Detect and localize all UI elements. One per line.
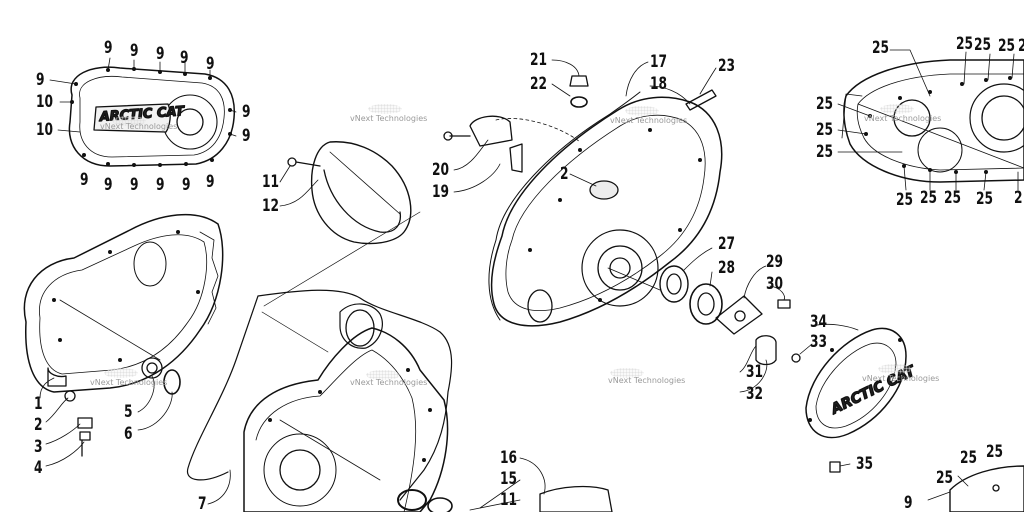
callout-25: 25 [936, 468, 954, 488]
leaders-top-left [49, 57, 237, 137]
callout-25: 25 [816, 94, 834, 114]
callout-20: 20 [432, 160, 450, 180]
callout-9: 9 [242, 102, 251, 122]
callout-33: 33 [810, 332, 828, 352]
watermark-stipple [104, 368, 138, 378]
callout-29: 29 [766, 252, 784, 272]
callout-2: 2 [1014, 188, 1023, 208]
watermark-4: vNext Technologies [864, 114, 942, 123]
callout-7: 7 [198, 494, 207, 512]
callout-25: 25 [974, 35, 992, 55]
watermark-2: vNext Technologies [100, 122, 178, 131]
callout-11: 11 [500, 490, 518, 510]
callout-31: 31 [746, 362, 764, 382]
guide-line-b [261, 311, 329, 353]
inner-clutch-cover [23, 213, 224, 457]
callout-9: 9 [156, 175, 165, 195]
watermark-3: vNext Technologies [610, 116, 688, 125]
callout-9: 9 [180, 48, 189, 68]
callout-25: 25 [998, 36, 1016, 56]
callout-34: 34 [810, 312, 828, 332]
watermark-stipple [625, 106, 659, 116]
callout-10: 10 [36, 92, 54, 112]
crankcase-gasket [488, 91, 641, 321]
watermark-stipple [880, 104, 914, 114]
watermark-stipple [366, 370, 400, 380]
callout-25: 25 [896, 190, 914, 210]
callout-19: 19 [432, 182, 450, 202]
callout-25: 25 [816, 120, 834, 140]
callout-9: 9 [130, 175, 139, 195]
callout-1: 1 [34, 394, 43, 414]
callout-25: 25 [872, 38, 890, 58]
watermark-1: vNext Technologies [350, 114, 428, 123]
callout-9: 9 [104, 175, 113, 195]
watermark-5: vNext Technologies [90, 378, 168, 387]
callout-9: 9 [242, 126, 251, 146]
center-lower-case [243, 303, 613, 512]
leaders-center-lower [469, 457, 546, 511]
callout-21: 21 [530, 50, 548, 70]
watermark-6: vNext Technologies [350, 378, 428, 387]
watermark-stipple [368, 104, 402, 114]
callout-30: 30 [766, 274, 784, 294]
callout-25: 25 [986, 442, 1004, 462]
callout-9: 9 [80, 170, 89, 190]
callout-9: 9 [206, 172, 215, 192]
leaders-center [279, 165, 319, 207]
callout-35: 35 [856, 454, 874, 474]
callout-25: 25 [816, 142, 834, 162]
callout-10: 10 [36, 120, 54, 140]
callout-9: 9 [156, 44, 165, 64]
leaders-upper-center [453, 59, 717, 193]
callout-25: 25 [956, 34, 974, 54]
callout-9: 9 [182, 175, 191, 195]
callout-11: 11 [262, 172, 280, 192]
leaders-far-right [837, 49, 1019, 501]
callout-2: 2 [34, 415, 43, 435]
callout-25: 25 [960, 448, 978, 468]
watermark-stipple [112, 116, 146, 126]
callout-6: 6 [124, 424, 133, 444]
callout-3: 3 [34, 437, 43, 457]
callout-23: 23 [718, 56, 736, 76]
long-gasket [186, 289, 453, 501]
leaders-left-column [39, 375, 231, 505]
callout-9: 9 [130, 41, 139, 61]
callout-2: 2 [1018, 38, 1024, 55]
callout-25: 25 [920, 188, 938, 208]
callout-25: 25 [976, 189, 994, 209]
callout-4: 4 [34, 458, 43, 478]
callout-15: 15 [500, 469, 518, 489]
callout-2: 2 [560, 164, 569, 184]
callout-9: 9 [36, 70, 45, 90]
center-gasket-cover [287, 141, 412, 245]
watermark-7: vNext Technologies [608, 376, 686, 385]
watermark-stipple [610, 368, 644, 378]
callout-28: 28 [718, 258, 736, 278]
watermark-stipple [878, 364, 912, 374]
callout-22: 22 [530, 74, 548, 94]
callout-9: 9 [206, 54, 215, 74]
upper-small-parts [443, 75, 717, 173]
guide-line-a [263, 211, 421, 307]
watermark-8: vNext Technologies [862, 374, 940, 383]
callout-5: 5 [124, 402, 133, 422]
callout-32: 32 [746, 384, 764, 404]
callout-9: 9 [104, 38, 113, 58]
crankcase [490, 96, 723, 327]
leaders-right-center [683, 247, 859, 467]
callout-27: 27 [718, 234, 736, 254]
right-center-parts [659, 265, 907, 473]
callout-18: 18 [650, 74, 668, 94]
callout-16: 16 [500, 448, 518, 468]
callout-25: 9 [904, 493, 913, 512]
callout-25: 25 [944, 188, 962, 208]
callout-17: 17 [650, 52, 668, 72]
callout-12: 12 [262, 196, 280, 216]
